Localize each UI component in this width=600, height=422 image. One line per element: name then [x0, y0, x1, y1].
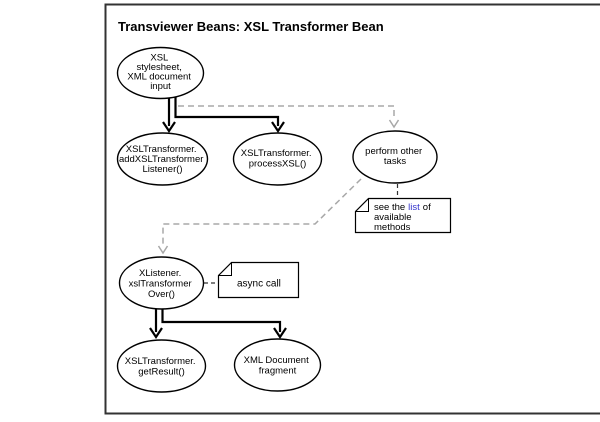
edge-input-to-performtasks — [178, 105, 395, 120]
arrowhead-xmlfragment — [273, 327, 287, 339]
node-perform-tasks — [352, 130, 438, 184]
arrowhead-getresult — [149, 327, 163, 339]
edge-performtasks-to-listenerover — [162, 178, 362, 246]
arrowhead-performtasks — [388, 119, 400, 129]
node-xml-fragment-label: XML Document fragment — [244, 355, 312, 377]
list-link[interactable]: list — [408, 202, 420, 213]
node-add-listener — [116, 132, 209, 186]
node-get-result-label: XSLTransformer. getResult() — [125, 356, 198, 378]
node-listener-over — [118, 256, 205, 310]
methods-note-fold — [355, 198, 369, 212]
async-note-text: async call — [237, 279, 281, 290]
node-perform-tasks-label: perform other tasks — [365, 146, 425, 167]
node-listener-over-label: XListener. xslTransformer Over() — [129, 268, 195, 300]
node-xsl-input — [116, 46, 205, 100]
diagram-title: Transviewer Beans: XSL Transformer Bean — [118, 19, 384, 34]
node-process-xsl-label: XSLTransformer. processXSL() — [241, 148, 314, 170]
arrowhead-listenerover — [157, 245, 169, 255]
node-xml-fragment — [233, 338, 322, 392]
edge-listenerover-to-xmlfragment — [161, 308, 282, 332]
node-process-xsl — [232, 132, 323, 186]
diagram-frame — [104, 3, 600, 415]
arrowhead-addlistener — [162, 121, 176, 133]
edge-input-to-processxsl — [174, 96, 280, 126]
methods-note — [354, 197, 452, 234]
node-get-result — [116, 339, 207, 393]
async-note — [217, 261, 300, 299]
async-note-fold — [218, 262, 232, 276]
node-xsl-input-label: XSL stylesheet, XML document input — [127, 53, 193, 93]
node-add-listener-label: XSLTransformer. addXSLTransformer Listen… — [119, 144, 206, 175]
arrowhead-processxsl — [271, 121, 285, 133]
